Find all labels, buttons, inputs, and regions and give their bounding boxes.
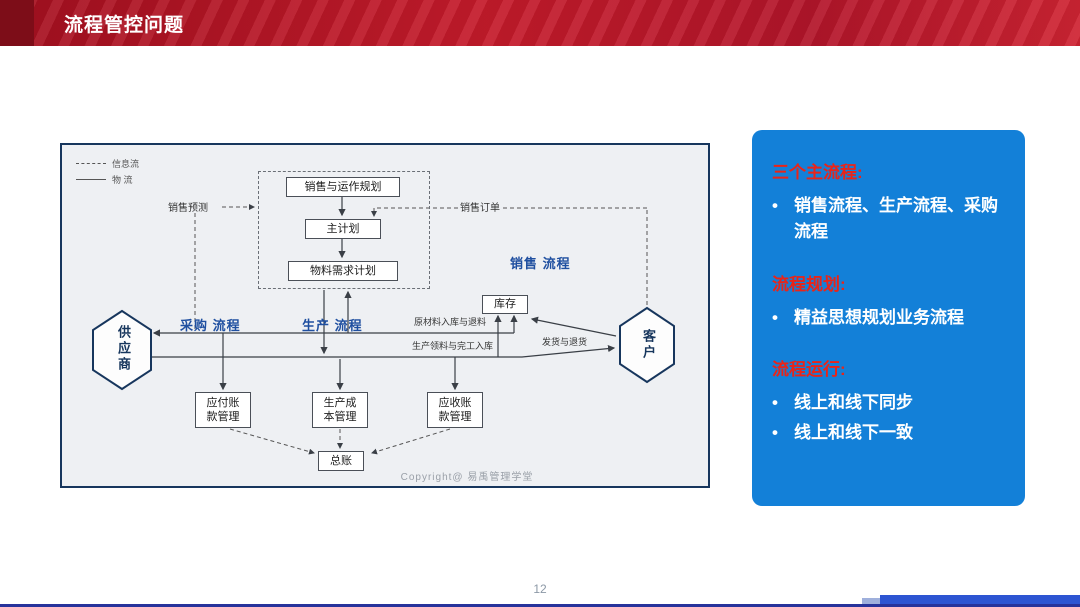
label-raw-material-flow: 原材料入库与退料 [414,317,487,327]
dashed-info-lines [194,204,648,455]
panel-bullet: • 线上和线下一致 [772,420,1005,446]
node-inventory: 库存 [482,295,528,314]
page-number: 12 [533,582,547,596]
planning-dashed-container [258,171,430,289]
panel-section-main-processes: 三个主流程: • 销售流程、生产流程、采购流程 [772,158,1005,246]
slide-header: 流程管控问题 [0,0,1080,46]
legend-material-label: 物 流 [112,175,133,185]
panel-bullet-text: 销售流程、生产流程、采购流程 [794,196,998,242]
bullet-icon: • [772,393,778,413]
footer-bottom-line [0,604,1080,607]
panel-bullet: • 精益思想规划业务流程 [772,305,1005,331]
solid-material-lines [151,197,617,391]
label-sales-forecast: 销售预测 [168,203,208,214]
label-production-process: 生产 流程 [302,318,363,333]
legend-info-label: 信息流 [112,159,140,169]
node-production-cost: 生产成本管理 [312,392,368,428]
footer-accent-light [862,598,880,604]
customer-hexagon [619,306,675,384]
node-accounts-payable: 应付账款管理 [195,392,251,428]
bullet-icon: • [772,196,778,215]
page-title: 流程管控问题 [64,14,185,36]
solid-line-icon [76,179,106,180]
flow-diagram: 信息流 物 流 销售与运作规划 主计划 物料需求计划 库存 应付账款管理 生产成… [60,143,710,488]
panel-bullet: • 线上和线下同步 [772,390,1005,416]
panel-bullet-text: 精益思想规划业务流程 [794,307,964,327]
label-shipping-flow: 发货与退货 [540,335,590,348]
panel-bullet-text: 线上和线下一致 [794,423,913,443]
label-production-material-flow: 生产领料与完工入库 [412,341,494,351]
node-sales-operations-planning: 销售与运作规划 [286,177,400,197]
label-sales-order: 销售订单 [458,199,502,214]
dashed-line-icon [76,163,106,164]
bullet-icon: • [772,307,778,327]
label-sales-process: 销售 流程 [510,256,571,271]
node-mrp: 物料需求计划 [288,261,398,281]
panel-heading: 流程规划: [772,274,846,294]
supplier-label: 供应商 [116,325,131,373]
flow-lines-canvas [92,197,675,455]
legend-material-flow: 物 流 [76,173,133,186]
panel-bullet-text: 线上和线下同步 [794,393,913,413]
panel-bullet: • 销售流程、生产流程、采购流程 [772,193,1005,246]
footer-accent-bar [880,595,1080,604]
panel-section-process-planning: 流程规划: • 精益思想规划业务流程 [772,270,1005,331]
panel-section-process-operation: 流程运行: • 线上和线下同步 • 线上和线下一致 [772,355,1005,447]
node-general-ledger: 总账 [318,451,364,471]
label-purchase-process: 采购 流程 [180,318,241,333]
supplier-hexagon [92,309,152,391]
panel-heading: 流程运行: [772,360,846,380]
node-master-plan: 主计划 [305,219,381,239]
node-accounts-receivable: 应收账款管理 [427,392,483,428]
summary-panel: 三个主流程: • 销售流程、生产流程、采购流程 流程规划: • 精益思想规划业务… [752,130,1025,506]
panel-heading: 三个主流程: [772,163,863,182]
legend-info-flow: 信息流 [76,157,139,170]
copyright-text: Copyright@ 易禹管理学堂 [400,472,534,483]
customer-label: 客户 [641,329,656,361]
bullet-icon: • [772,423,778,443]
